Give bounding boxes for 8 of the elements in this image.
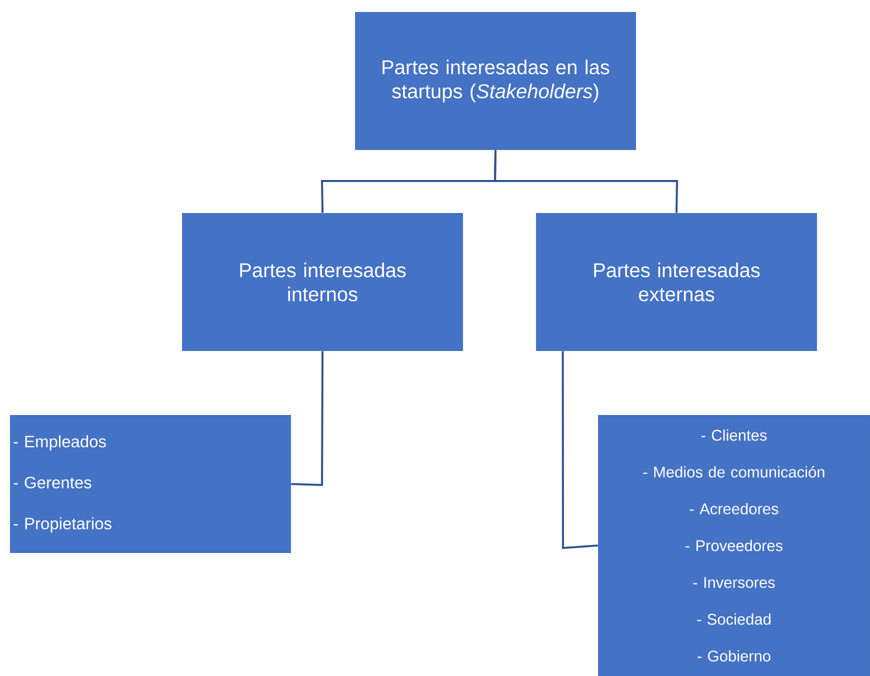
stakeholder-box: Partes interesadas externas [536, 213, 817, 351]
connector-line [562, 351, 598, 550]
stakeholder-box: Partes interesadas en las startups (Stakeholders) [355, 12, 636, 150]
list-box: - Clientes - Medios de comunicación - Acreedores - Proveedores - Inversores - Sociedad - Gobierno [598, 414, 870, 676]
list-box: - Empleados - Gerentes - Propietarios [10, 414, 291, 553]
stakeholder-box: Partes interesadas internos [182, 213, 463, 351]
connector-line [494, 150, 678, 213]
connector-line [291, 351, 324, 486]
